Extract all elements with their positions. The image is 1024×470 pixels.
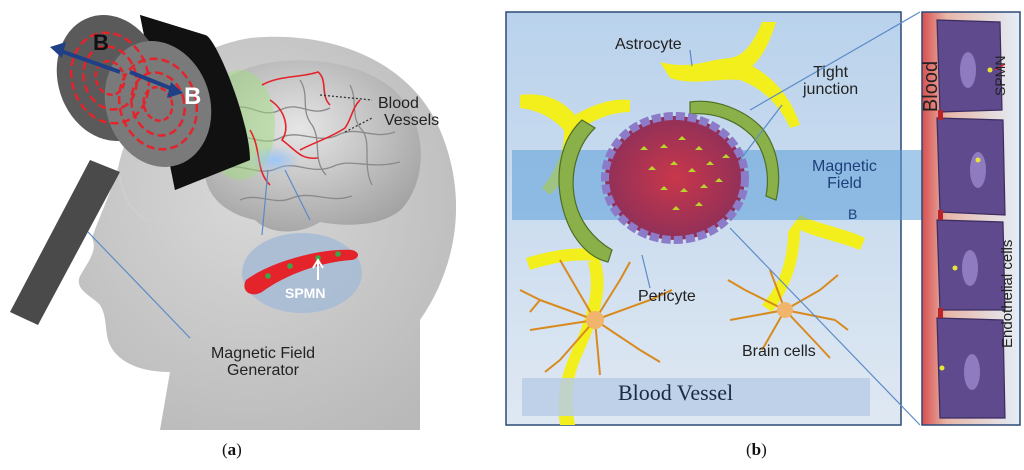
- endothelial-nuclei: [960, 52, 986, 390]
- caption-a-open: (: [222, 440, 228, 459]
- magnetic-coil-generator: [56, 15, 250, 190]
- brain-cell-right: [727, 269, 849, 359]
- brain-cells-label: Brain cells: [742, 343, 816, 360]
- field-arrow-left: [50, 42, 121, 74]
- inset-particles: [939, 67, 993, 371]
- caption-b-close: ): [761, 440, 767, 459]
- field-symbol-b: B: [848, 206, 858, 222]
- panel-a-illustration: [10, 15, 457, 430]
- generator-line-1: Magnetic Field: [210, 345, 316, 362]
- inset-tight-junctions: [938, 110, 943, 318]
- generator-handle: [10, 160, 120, 325]
- panel-b-callouts: [641, 11, 921, 426]
- inset-spmn-label: SPMN: [992, 55, 1008, 96]
- caption-b: (b): [746, 440, 767, 460]
- tight-junction-label: Tight junction: [803, 64, 858, 98]
- blood-vessel-label-box: [522, 378, 870, 416]
- face-profile-line: [117, 167, 151, 223]
- caption-b-open: (: [746, 440, 752, 459]
- inset-endothelial-label: Endothelial cells: [999, 239, 1016, 348]
- magnetic-field-label: Magnetic Field: [812, 158, 877, 192]
- brain-cell-right-body: [777, 302, 793, 318]
- panel-b-illustration: [505, 11, 1021, 426]
- blood-vessels-line-2: Vessels: [384, 112, 440, 129]
- caption-a: (a): [222, 440, 242, 460]
- brain-cell-left: [519, 259, 673, 376]
- field-label-b-right: B: [184, 83, 202, 110]
- generator-line-2: Generator: [226, 362, 300, 379]
- spmn-pointer-arrow: [312, 258, 324, 280]
- blood-vessel-label: Blood Vessel: [618, 380, 734, 405]
- pericytes: [558, 100, 780, 263]
- blood-vessels-label: Blood Vessels: [378, 95, 439, 129]
- vessel-lumen: [605, 116, 745, 240]
- magnified-vessel: [244, 249, 358, 295]
- magnify-lines: [261, 169, 311, 236]
- brain-folds: [221, 79, 401, 202]
- field-label-b-left: B: [93, 30, 109, 55]
- vessel-particles: [265, 251, 341, 279]
- magnetic-field-line-1: Magnetic: [812, 158, 877, 175]
- caption-a-close: ): [236, 440, 242, 459]
- nanoparticles: [640, 136, 730, 210]
- astrocyte-label: Astrocyte: [615, 36, 682, 53]
- spmn-label-a: SPMN: [285, 285, 326, 301]
- brain-cell-left-body: [586, 311, 604, 329]
- tight-junction-line-1: Tight: [813, 64, 849, 81]
- inset-spmn-arrow: [994, 63, 1006, 71]
- caption-a-letter: a: [227, 440, 237, 459]
- vessel-callout-lines: [319, 94, 373, 133]
- tight-junction-line-2: junction: [803, 81, 859, 98]
- endothelial-ring: [601, 112, 749, 244]
- field-arrow-right: [129, 70, 183, 98]
- blood-vessels-line-1: Blood: [378, 95, 419, 112]
- magnetic-glow: [250, 146, 300, 174]
- magnetic-field-line-2: Field: [827, 175, 862, 192]
- inset-blood-label: Blood: [920, 60, 943, 113]
- caption-b-letter: b: [751, 440, 762, 459]
- generator-callout-line: [87, 231, 191, 339]
- pericyte-label: Pericyte: [638, 288, 696, 305]
- generator-label: Magnetic Field Generator: [188, 345, 338, 379]
